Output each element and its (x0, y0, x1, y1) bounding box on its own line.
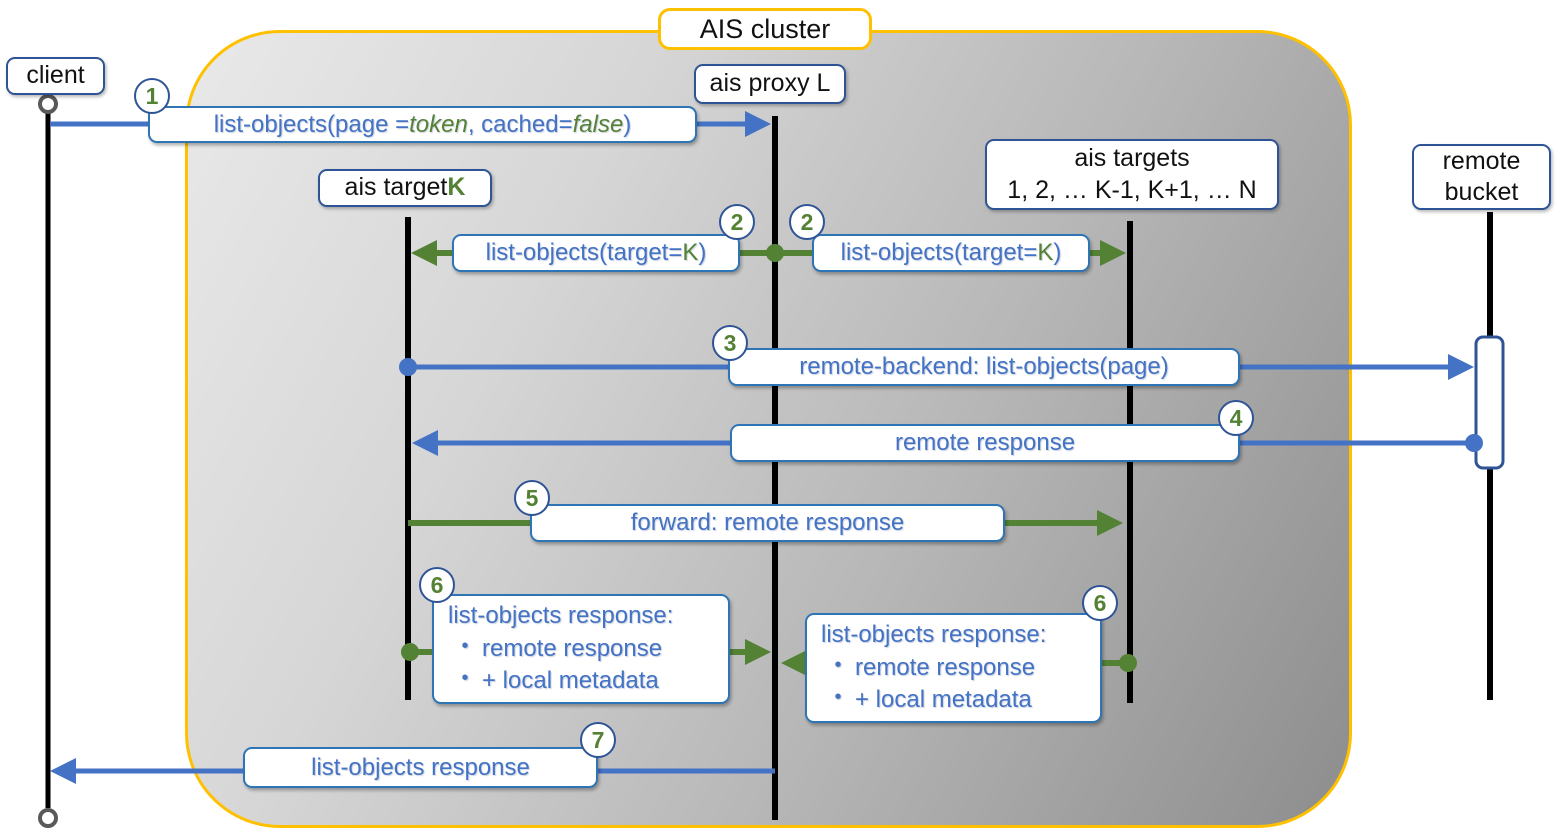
node-box-targets: ais targets 1, 2, … K-1, K+1, … N (985, 139, 1279, 210)
message-7-text: list-objects response (311, 753, 530, 781)
bullet-icon: • (461, 667, 469, 690)
step-circle-3: 3 (712, 325, 748, 361)
message-2-left-text: list-objects(target= (485, 239, 683, 266)
cluster-title: AIS cluster (658, 8, 872, 50)
endpoint-circle-top (38, 94, 58, 114)
step-circle-5: 5 (514, 480, 550, 516)
remote-bucket-label-line2: bucket (1444, 178, 1519, 206)
node-box-proxy: ais proxy L (694, 64, 846, 104)
message-6-right-bullet2: + local metadata (855, 686, 1032, 714)
message-6-left: list-objects response: •remote response … (432, 594, 730, 704)
message-3-text: remote-backend: list-objects(page) (799, 353, 1169, 380)
message-5-forward: forward: remote response (530, 504, 1005, 542)
message-2-right: list-objects(target=K) (812, 234, 1090, 272)
message-2-right-text: list-objects(target= (840, 239, 1038, 266)
targets-label-line2: 1, 2, … K-1, K+1, … N (1007, 175, 1257, 204)
message-6-left-bullet1: remote response (482, 634, 663, 662)
message-4-text: remote response (894, 429, 1076, 456)
message-6-right-title: list-objects response: (821, 621, 1047, 649)
message-5-text: forward: remote response (630, 509, 905, 536)
message-2-left: list-objects(target=K) (452, 234, 740, 272)
step-circle-6-left: 6 (419, 567, 455, 603)
message-6-right: list-objects response: •remote response … (805, 613, 1102, 723)
message-3-remote-backend: remote-backend: list-objects(page) (728, 348, 1240, 386)
message-6-right-bullet1: remote response (855, 653, 1036, 681)
activation-bar-remote (1474, 335, 1505, 470)
bullet-icon: • (834, 686, 842, 709)
message-6-left-bullet2: + local metadata (482, 667, 659, 695)
message-7-list-objects-response: list-objects response (243, 747, 598, 788)
target-k-label: ais target (344, 173, 448, 202)
remote-bucket-label-line1: remote (1442, 146, 1521, 175)
bullet-icon: • (461, 634, 469, 657)
node-box-client: client (6, 57, 105, 95)
message-1-list-objects: list-objects(page = token, cached=false) (148, 106, 697, 143)
lifeline-client (38, 94, 58, 828)
node-box-target-k: ais target K (318, 169, 492, 207)
step-circle-7: 7 (580, 722, 616, 758)
step-circle-4: 4 (1218, 400, 1254, 436)
node-box-remote-bucket: remote bucket (1412, 144, 1551, 210)
step-circle-2-right: 2 (789, 204, 825, 240)
proxy-label: ais proxy L (709, 69, 831, 98)
message-4-remote-response: remote response (730, 424, 1240, 462)
step-circle-2-left: 2 (719, 204, 755, 240)
bullet-icon: • (834, 653, 842, 676)
message-1-text: list-objects(page = (213, 110, 410, 138)
client-label: client (26, 61, 85, 90)
message-1-false: false (572, 110, 624, 138)
message-6-left-title: list-objects response: (448, 602, 674, 630)
endpoint-circle-bottom (38, 808, 58, 828)
step-circle-6-right: 6 (1082, 585, 1118, 621)
target-k-letter: K (447, 173, 466, 202)
step-circle-1: 1 (134, 78, 170, 114)
cluster-title-label: AIS cluster (699, 13, 831, 44)
message-1-token: token (409, 110, 468, 138)
targets-label-line1: ais targets (1074, 144, 1190, 173)
